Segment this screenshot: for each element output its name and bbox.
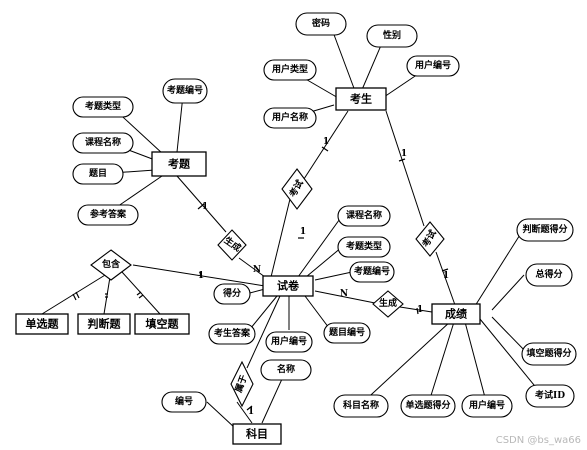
cardinality-question-generate: 1 <box>202 202 208 212</box>
cardinality-subject-belong: 1 <box>248 407 254 417</box>
node-label: 科目名称 <box>343 399 379 411</box>
node-label: 用户编号 <box>270 335 307 347</box>
attr-score-subject-name: 科目名称 <box>333 394 389 418</box>
attr-question-answer: 参考答案 <box>77 204 139 226</box>
attr-student-user-type: 用户类型 <box>263 59 317 81</box>
node-label: 密码 <box>311 17 330 29</box>
node-label: 参考答案 <box>90 208 127 220</box>
attr-question-type: 考题类型 <box>72 96 134 118</box>
attr-paper-stem-id: 题目编号 <box>323 322 371 344</box>
entity-subject: 科目 <box>232 423 282 445</box>
cardinality-paper-generate: N <box>253 265 261 275</box>
node-label: 考题编号 <box>167 84 203 96</box>
relation-include: 包含 <box>90 249 132 281</box>
entity-paper: 试卷 <box>262 275 314 297</box>
cardinality-student-exam2: 1 <box>401 149 407 159</box>
attr-student-password: 密码 <box>295 12 347 36</box>
entity-score: 成绩 <box>431 303 481 325</box>
node-label: 考题编号 <box>354 265 390 277</box>
node-label: 课程名称 <box>346 209 382 221</box>
node-label: 用户名称 <box>271 111 308 123</box>
node-label: 编号 <box>175 395 193 407</box>
node-label: 课程名称 <box>85 136 121 148</box>
node-label: 用户编号 <box>414 59 451 71</box>
node-label: 填空题 <box>146 317 180 331</box>
node-label: 生成 <box>379 297 397 309</box>
diagram-nodes: 考试考试生成生成包含属于考生考题试卷成绩科目密码性别用户类型用户编号用户名称考题… <box>15 12 577 445</box>
attr-paper-qid: 考题编号 <box>349 261 395 283</box>
node-label: 题目 <box>88 168 107 179</box>
node-label: 考题类型 <box>85 100 121 112</box>
attr-paper-qtype: 考题类型 <box>337 236 391 258</box>
attr-paper-course: 课程名称 <box>337 205 391 227</box>
attr-question-id: 考题编号 <box>162 78 208 104</box>
node-label: 考生答案 <box>214 327 251 339</box>
attr-student-user-name: 用户名称 <box>263 107 317 129</box>
node-label: 考题类型 <box>346 240 382 252</box>
watermark: CSDN @bs_wa66 <box>495 435 581 446</box>
attr-score-true-false: 判断题得分 <box>516 218 574 242</box>
cardinality-score-exam: 1 <box>443 271 449 281</box>
node-label: 考题 <box>168 157 191 171</box>
attr-paper-answer: 考生答案 <box>208 323 256 345</box>
node-label: 用户编号 <box>468 399 505 411</box>
node-label: 单选题得分 <box>405 399 450 411</box>
node-label: 考生 <box>350 92 372 106</box>
entity-single-choice: 单选题 <box>15 313 69 335</box>
node-label: 填空题得分 <box>526 347 571 359</box>
node-label: 成绩 <box>445 307 467 321</box>
node-label: 包含 <box>101 258 121 270</box>
attr-score-exam-id: 考试ID <box>525 384 575 408</box>
attr-subject-id: 编号 <box>161 391 207 413</box>
entity-true-false: 判断题 <box>77 313 131 335</box>
attr-question-course: 课程名称 <box>72 132 134 154</box>
node-label: 用户类型 <box>271 63 308 75</box>
entity-fill-blank: 填空题 <box>134 313 190 335</box>
cardinality-student-exam: 1 <box>323 137 329 147</box>
cardinality-paper-exam: 1 <box>300 227 306 237</box>
relation-generate-paper-score: 生成 <box>372 290 404 318</box>
node-label: 题目编号 <box>328 326 365 338</box>
cardinality-marks <box>72 146 449 411</box>
entity-question: 考题 <box>151 151 207 177</box>
entity-student: 考生 <box>335 87 387 111</box>
relation-generate-question-paper: 生成 <box>217 229 247 261</box>
attr-score-single-choice: 单选题得分 <box>400 394 456 418</box>
relation-exam-paper-score: 考试 <box>415 221 445 257</box>
node-label: 判断题得分 <box>522 223 567 235</box>
attr-paper-points: 得分 <box>213 283 251 305</box>
cardinality-paper-generate2: N <box>340 289 348 299</box>
attr-student-gender: 性别 <box>366 24 418 48</box>
cardinality-score-generate: 1 <box>417 305 423 315</box>
cardinality-include-paper: 1 <box>198 271 204 281</box>
attr-score-fill-blank: 填空题得分 <box>521 342 577 366</box>
attr-score-user-id: 用户编号 <box>461 394 513 418</box>
attr-score-total: 总得分 <box>525 263 573 287</box>
attr-subject-name: 名称 <box>260 359 312 381</box>
node-label: 考试ID <box>535 389 565 401</box>
relation-belong: 属于 <box>230 360 254 408</box>
attr-paper-user-id: 用户编号 <box>265 331 313 353</box>
node-label: 性别 <box>383 29 401 41</box>
node-label: 得分 <box>222 287 241 299</box>
relation-exam-student-paper: 考试 <box>281 168 313 210</box>
node-label: 总得分 <box>535 268 562 280</box>
node-label: 名称 <box>277 363 295 375</box>
node-label: 科目 <box>246 427 268 441</box>
attr-student-user-id: 用户编号 <box>406 55 460 77</box>
node-label: 单选题 <box>26 317 60 331</box>
node-label: 判断题 <box>88 317 122 331</box>
node-label: 试卷 <box>277 279 300 293</box>
attr-question-stem: 题目 <box>72 163 124 185</box>
